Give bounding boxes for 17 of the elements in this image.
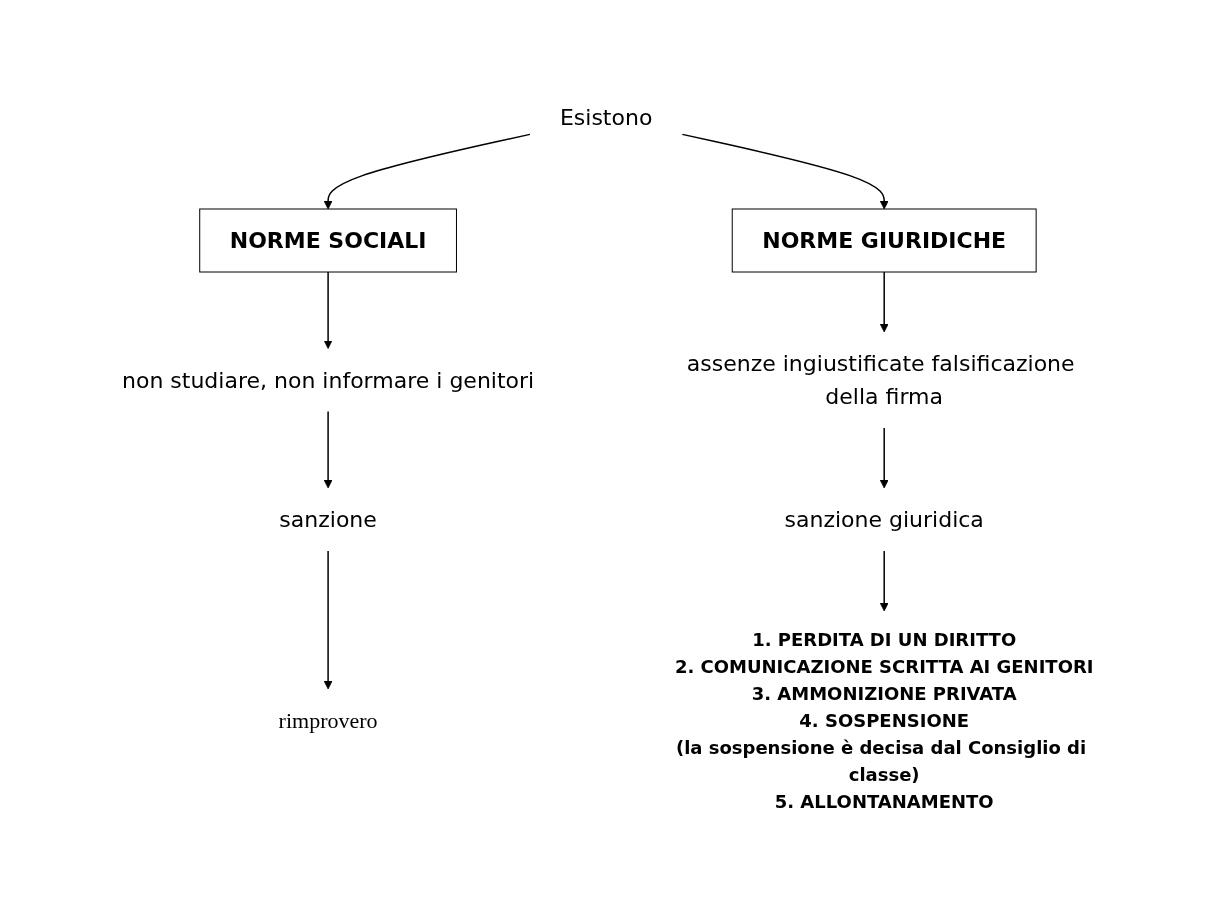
node-text: Esistono xyxy=(560,104,653,130)
node-text: non studiare, non informare i genitori xyxy=(122,367,535,392)
node-box: NORME GIURIDICHE xyxy=(732,208,1038,272)
node-text: rimprovero xyxy=(279,707,378,733)
arrow xyxy=(682,133,889,209)
arrow xyxy=(880,549,889,611)
arrow xyxy=(880,270,889,332)
node-box: NORME SOCIALI xyxy=(199,208,458,272)
node-text: sanzione giuridica xyxy=(784,506,985,532)
arrow xyxy=(324,410,333,488)
arrow xyxy=(324,549,333,689)
node-text: assenze ingiustificate falsificazione della firma xyxy=(687,350,1075,409)
arrow xyxy=(880,426,889,488)
node-text: sanzione xyxy=(279,506,378,532)
arrow xyxy=(324,133,532,209)
arrow xyxy=(324,270,333,349)
node-text: 1. PERDITA DI UN DIRITTO 2. COMUNICAZIONE SCRITTA AI GENITORI 3. AMMONIZIONE PRIVATA 4. SOSPENSIONE (la sospensione è decisa dal Consiglio di classe) 5. ALLONTANAMENTO xyxy=(675,628,1094,812)
